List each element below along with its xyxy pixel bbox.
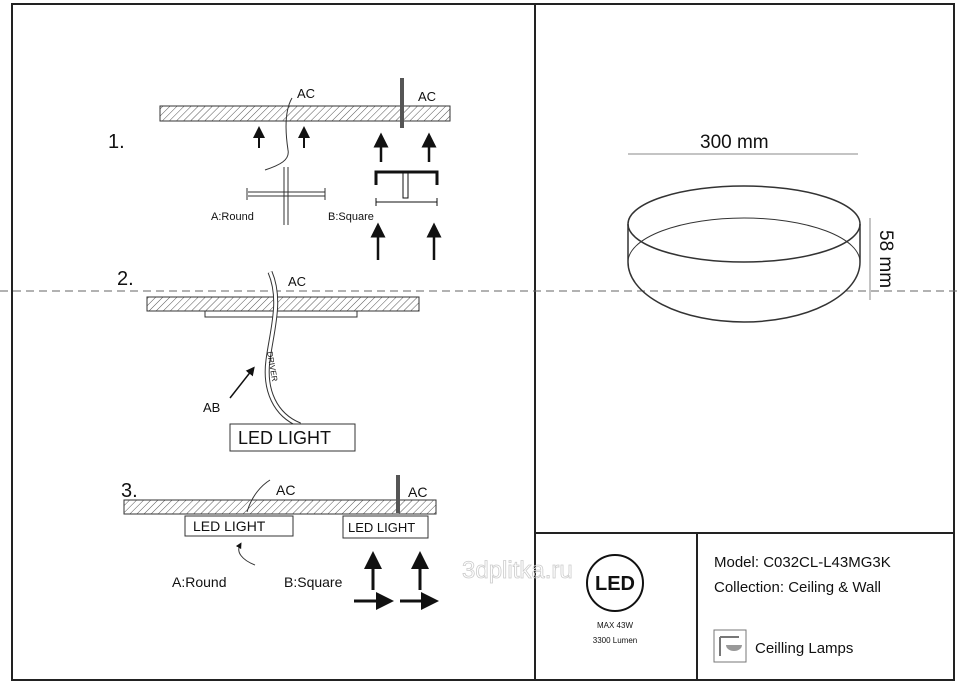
model: Model: C032CL-L43MG3K: [714, 554, 891, 571]
step-2-diagram: 2. AC DRIVER AB LED LIGHT: [117, 268, 420, 452]
step-3-number: 3.: [121, 480, 138, 502]
led-logo-text: LED: [595, 573, 635, 595]
step-3-diagram: 3. AC AC LED LIGHT LED LIGHT A:Round B:S…: [121, 475, 439, 610]
round-label: A:Round: [211, 211, 254, 223]
led-light-label: LED LIGHT: [193, 518, 266, 534]
square-bracket-icon: [374, 170, 439, 206]
step-1-diagram: 1. AC AC A:Round B:Square: [108, 78, 451, 260]
ceiling-slab: [123, 499, 437, 515]
mounting-plate: [204, 310, 358, 318]
square-label: B:Square: [284, 574, 343, 590]
ceiling-lamp-icon: [713, 629, 747, 663]
ac-label: AC: [288, 274, 306, 289]
led-light-box: [184, 515, 294, 537]
width-dimension: 300 mm: [700, 132, 769, 153]
ac-label: AC: [408, 484, 427, 500]
ac-label: AC: [297, 86, 315, 101]
ceiling-slab: [159, 105, 451, 122]
max-power: MAX 43W: [597, 621, 633, 630]
led-light-label: LED LIGHT: [238, 428, 331, 448]
step-1-number: 1.: [108, 131, 125, 153]
collection: Collection: Ceiling & Wall: [714, 579, 881, 596]
ac-cable: [264, 97, 293, 171]
lumen: 3300 Lumen: [593, 636, 637, 645]
ac-label: AC: [276, 482, 295, 498]
ceiling-slab: [146, 296, 420, 312]
led-light-box: [229, 423, 356, 452]
ac-label: AC: [418, 89, 436, 104]
led-light-label: LED LIGHT: [348, 520, 415, 535]
led-logo-icon: [586, 554, 644, 612]
ab-label: AB: [203, 400, 220, 415]
round-bracket-icon: [246, 167, 326, 225]
product-dimension-drawing: 300 mm 58 mm: [627, 132, 896, 323]
step-2-number: 2.: [117, 268, 134, 290]
round-label: A:Round: [172, 574, 226, 590]
watermark: 3dplitka.ru: [462, 557, 573, 584]
rotate-arrow-icon: [235, 542, 256, 566]
sheet-frame: [11, 3, 955, 681]
square-label: B:Square: [328, 211, 374, 223]
spec-cell: LED MAX 43W 3300 Lumen: [586, 554, 644, 645]
category: Ceilling Lamps: [755, 640, 853, 657]
height-dimension: 58 mm: [875, 230, 896, 288]
pointer-arrow-icon: [229, 366, 255, 399]
product-info: Model: C032CL-L43MG3K Collection: Ceilin…: [713, 554, 891, 663]
led-light-box: [342, 515, 429, 539]
